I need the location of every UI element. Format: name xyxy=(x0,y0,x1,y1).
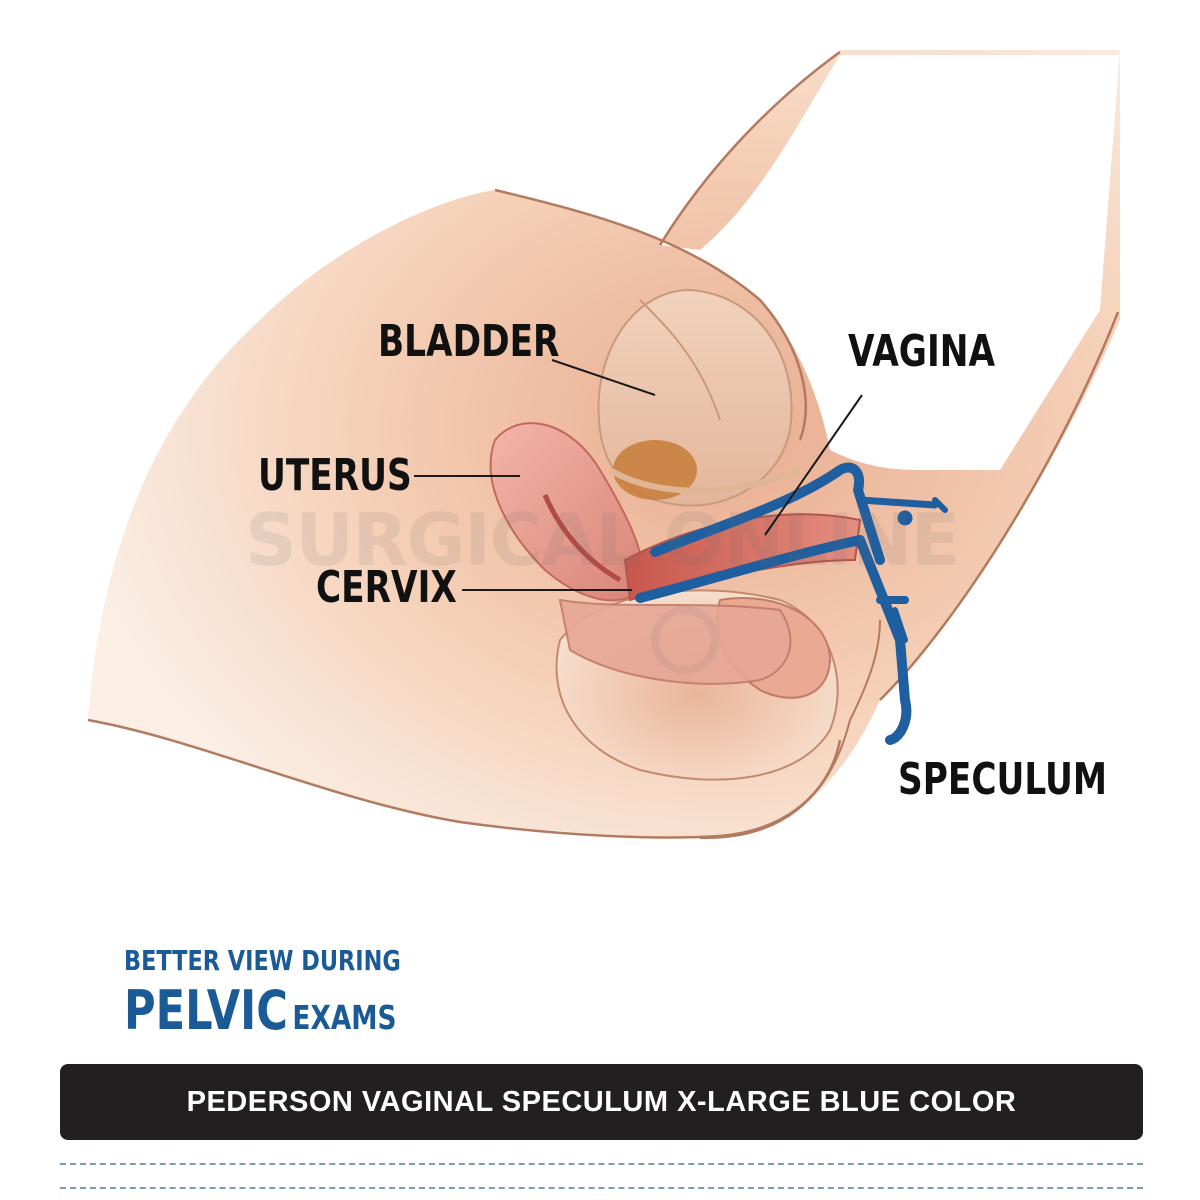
divider-dashed-bottom xyxy=(60,1187,1143,1189)
label-vagina: VAGINA xyxy=(848,326,996,377)
bladder-organ xyxy=(597,288,802,507)
watermark-logo xyxy=(651,606,719,674)
product-title: PEDERSON VAGINAL SPECULUM X-LARGE BLUE C… xyxy=(186,1085,1017,1118)
tagline-pelvic: PELVIC xyxy=(124,979,288,1042)
tagline-exams: EXAMS xyxy=(292,998,397,1037)
tagline-line2: PELVIC EXAMS xyxy=(124,979,401,1042)
vagina-leader xyxy=(764,394,863,536)
tagline: BETTER VIEW DURING PELVIC EXAMS xyxy=(124,944,470,1042)
label-leader-lines xyxy=(414,359,863,591)
speculum-instrument xyxy=(635,462,948,745)
bladder-leader xyxy=(551,359,656,396)
watermark-text: SURGICAL ONLINE xyxy=(245,498,960,582)
divider-dashed-top xyxy=(60,1163,1143,1165)
label-bladder: BLADDER xyxy=(378,316,560,367)
rectum xyxy=(558,598,792,685)
label-uterus: UTERUS xyxy=(258,450,412,501)
product-banner: PEDERSON VAGINAL SPECULUM X-LARGE BLUE C… xyxy=(60,1064,1143,1140)
tagline-line1: BETTER VIEW DURING xyxy=(124,944,401,977)
label-speculum: SPECULUM xyxy=(898,754,1108,805)
label-cervix: CERVIX xyxy=(316,562,457,613)
